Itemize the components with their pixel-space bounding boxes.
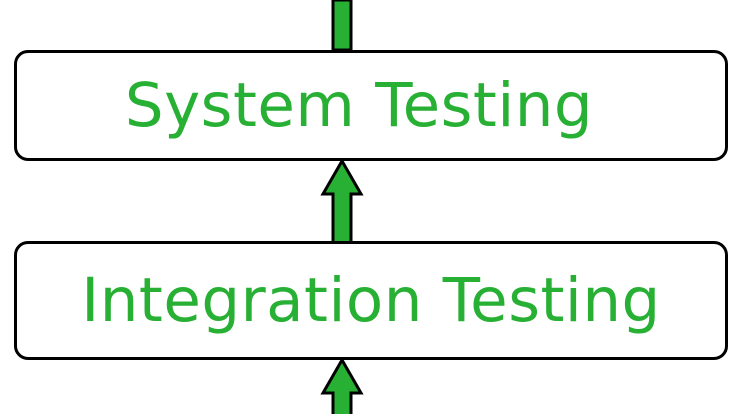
system-testing-label: System Testing <box>124 70 594 141</box>
integration-testing-label: Integration Testing <box>81 265 661 336</box>
up-arrow-middle-icon <box>320 157 364 246</box>
system-testing-box: System Testing <box>14 50 728 161</box>
integration-testing-box: Integration Testing <box>14 241 728 360</box>
up-arrow-bottom-icon <box>320 356 364 414</box>
up-arrow-top-icon <box>331 0 353 52</box>
